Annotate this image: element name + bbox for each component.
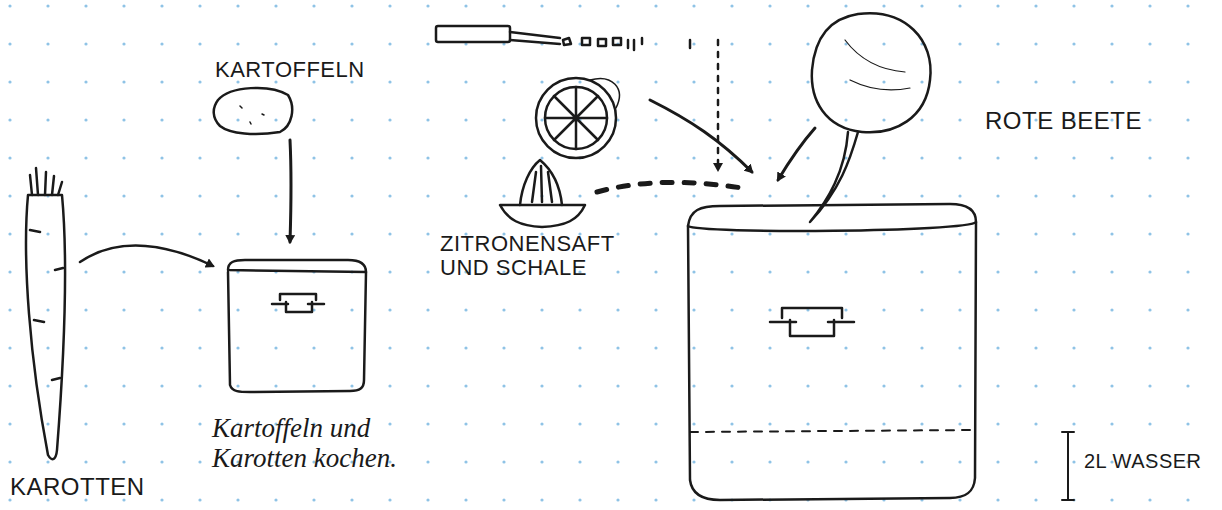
dimension-label: 2L WASSER (1084, 450, 1202, 472)
dotted-arrow (717, 40, 720, 170)
ingredient-label: KARTOFFELN (215, 58, 365, 82)
juicer-drawing (500, 160, 585, 227)
arrow (778, 128, 815, 180)
bracket (1062, 432, 1074, 500)
lemon-drawing (536, 78, 619, 158)
small-pot (228, 260, 366, 392)
potato-drawing (214, 88, 292, 134)
arrow (650, 100, 752, 172)
zester-drawing (436, 26, 690, 50)
arrow (290, 140, 291, 242)
juice-drops (597, 182, 742, 192)
arrow (80, 246, 213, 266)
ingredient-label: KAROTTEN (10, 474, 145, 500)
carrot-drawing (26, 168, 65, 459)
beet-drawing (810, 13, 931, 222)
ingredient-label: ZITRONENSAFT UND SCHALE (440, 232, 640, 280)
ingredient-label: ROTE BEETE (985, 108, 1142, 134)
step-note: Kartoffeln und Karotten kochen. (212, 414, 427, 473)
big-pot (688, 204, 976, 500)
